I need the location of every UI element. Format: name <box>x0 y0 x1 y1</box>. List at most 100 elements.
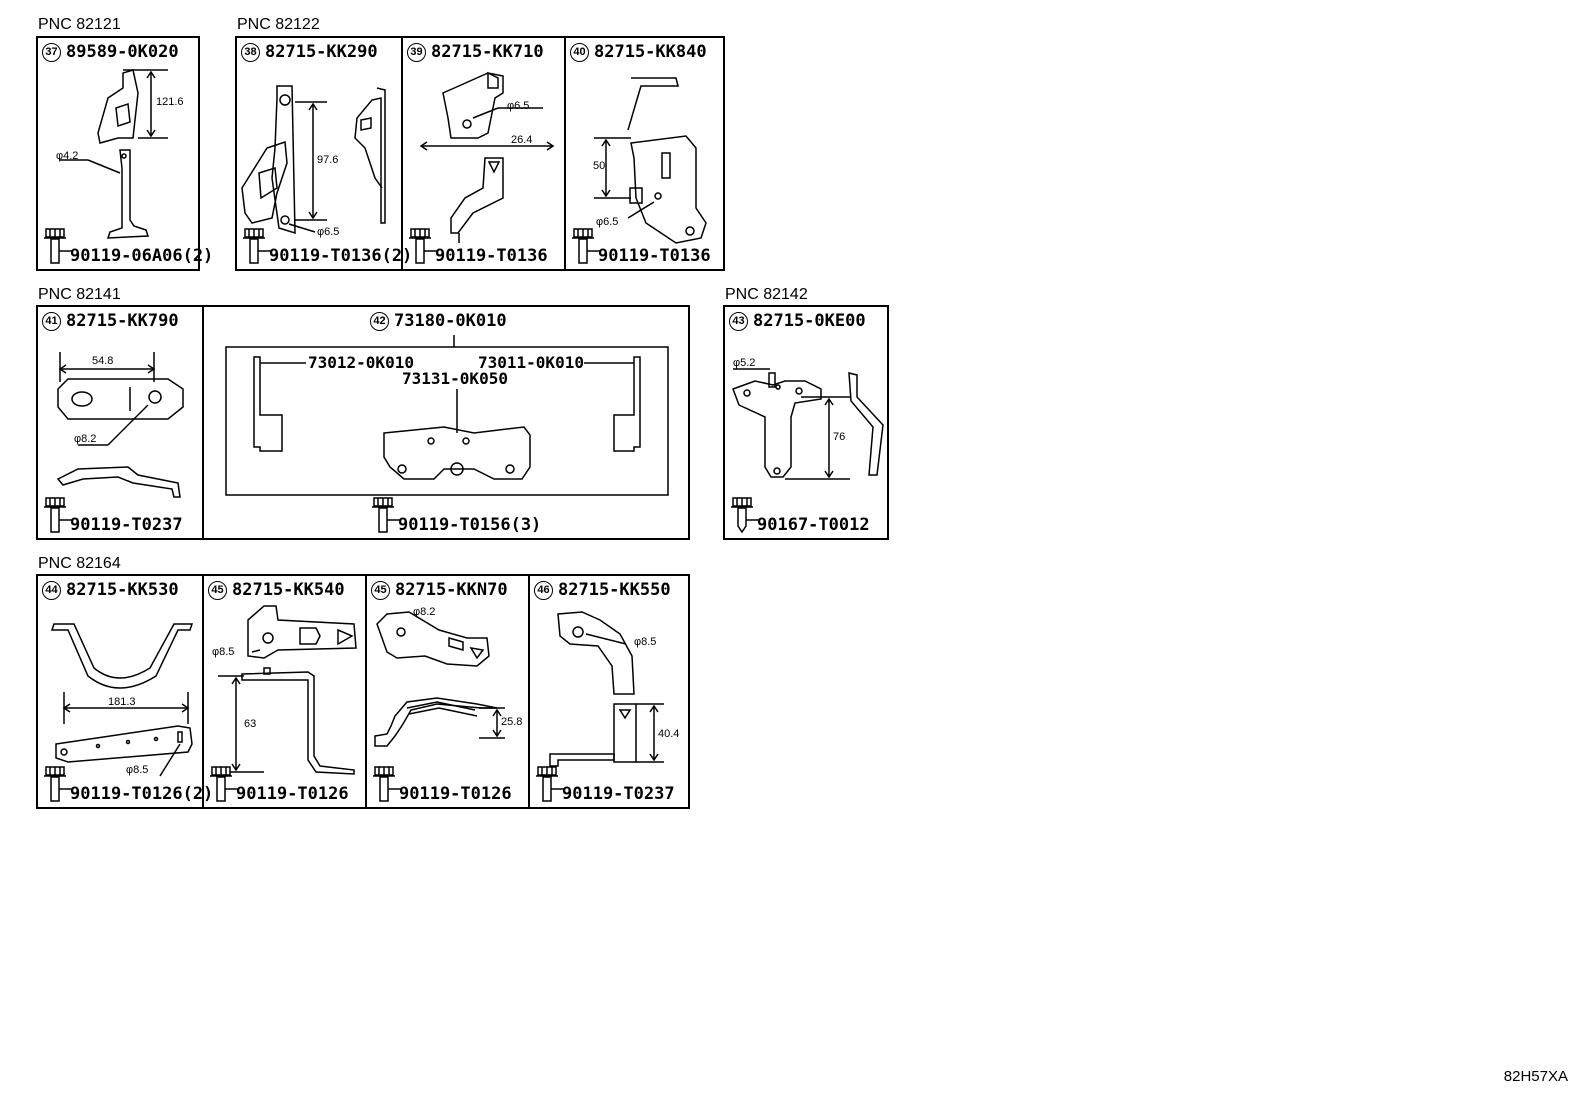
bolt-callout[interactable]: 90119-T0156(3) <box>370 496 541 534</box>
diameter-label: φ6.5 <box>507 100 530 112</box>
bracket-drawing <box>732 368 884 480</box>
part-panel-37[interactable]: 37 89589-0K020 121.6 φ4.2 90119-06A06(2) <box>36 36 213 271</box>
dimension-label: 50 <box>593 160 606 172</box>
dimension-label: 54.8 <box>92 355 114 367</box>
pnc-82141-label: PNC 82141 <box>38 286 121 303</box>
item-number-badge: 44 <box>42 580 61 600</box>
part-panel-41[interactable]: 41 82715-KK790 54.8 φ8.2 <box>38 307 202 538</box>
diameter-label: φ8.5 <box>126 764 149 776</box>
diameter-label: φ6.5 <box>317 226 340 238</box>
part-number[interactable]: 82715-KK530 <box>66 580 179 600</box>
part-number[interactable]: 82715-KK840 <box>594 42 707 62</box>
bolt-callout[interactable]: 90119-06A06(2) <box>42 227 213 265</box>
subpart-number[interactable]: 73011-0K010 <box>478 353 584 372</box>
bolt-callout[interactable]: 90119-T0237 <box>42 496 183 534</box>
item-number-badge: 40 <box>570 42 589 62</box>
part-number[interactable]: 89589-0K020 <box>66 42 179 62</box>
part-panel-42[interactable]: 42 73180-0K010 73012-0K010 73011-0K010 7… <box>202 307 688 538</box>
item-number-badge: 38 <box>241 42 260 62</box>
bolt-callout[interactable]: 90119-T0136 <box>407 227 548 265</box>
pnc-82122-label: PNC 82122 <box>237 16 320 33</box>
part-number[interactable]: 73180-0K010 <box>394 311 507 331</box>
bolt-part-number[interactable]: 90119-T0136 <box>435 246 548 266</box>
part-header: 41 82715-KK790 <box>42 311 179 331</box>
bracket-drawing <box>374 611 505 747</box>
dimension-label: 63 <box>244 718 257 730</box>
part-header: 45 82715-KKN70 <box>371 580 508 600</box>
part-number[interactable]: 82715-KK790 <box>66 311 179 331</box>
bolt-callout[interactable]: 90119-T0126 <box>208 765 349 803</box>
bolt-icon <box>409 228 437 264</box>
bolt-icon <box>572 228 600 264</box>
part-number[interactable]: 82715-KK550 <box>558 580 671 600</box>
bolt-icon <box>243 228 271 264</box>
bolt-part-number[interactable]: 90119-T0136(2) <box>269 246 413 266</box>
bracket-drawing <box>56 352 184 498</box>
item-number-badge: 42 <box>370 311 389 331</box>
bracket-drawing <box>218 605 357 775</box>
part-number[interactable]: 82715-KK540 <box>232 580 345 600</box>
bolt-part-number[interactable]: 90167-T0012 <box>757 515 870 535</box>
bracket-drawing <box>549 611 664 767</box>
dimension-label: 25.8 <box>501 716 523 728</box>
bolt-icon <box>536 766 564 802</box>
bolt-callout[interactable]: 90119-T0136 <box>570 227 711 265</box>
item-number-badge: 39 <box>407 42 426 62</box>
bolt-part-number[interactable]: 90119-T0126 <box>236 784 349 804</box>
pnc-82164-label: PNC 82164 <box>38 555 121 572</box>
bolt-part-number[interactable]: 90119-06A06(2) <box>70 246 214 266</box>
bolt-part-number[interactable]: 90119-T0237 <box>70 515 183 535</box>
part-number[interactable]: 82715-KK710 <box>431 42 544 62</box>
bracket-drawing <box>50 623 194 777</box>
screw-icon <box>731 497 759 534</box>
bolt-callout[interactable]: 90119-T0136(2) <box>241 227 412 265</box>
part-panel-40[interactable]: 40 82715-KK840 50 φ6.5 9 <box>564 38 723 269</box>
part-number[interactable]: 82715-KKN70 <box>395 580 508 600</box>
diameter-label: φ8.5 <box>212 646 235 658</box>
bolt-icon <box>372 497 400 533</box>
dimension-label: 76 <box>833 431 846 443</box>
part-panel-45b[interactable]: 45 82715-KKN70 φ8.2 25.8 90119- <box>365 576 528 807</box>
item-number-badge: 41 <box>42 311 61 331</box>
part-number[interactable]: 82715-0KE00 <box>753 311 866 331</box>
pnc-82141-panel: 41 82715-KK790 54.8 φ8.2 <box>36 305 690 540</box>
part-panel-44[interactable]: 44 82715-KK530 181.3 φ8.5 90119 <box>38 576 213 807</box>
bolt-callout[interactable]: 90119-T0126 <box>371 765 512 803</box>
pnc-82122-panel: 38 82715-KK290 97.6 φ6.5 <box>235 36 725 271</box>
bolt-callout[interactable]: 90119-T0126(2) <box>42 765 213 803</box>
part-panel-45a[interactable]: 45 82715-KK540 φ8.5 63 9 <box>202 576 365 807</box>
part-header: 37 89589-0K020 <box>42 42 179 62</box>
dimension-label: 40.4 <box>658 728 680 740</box>
bolt-part-number[interactable]: 90119-T0126 <box>399 784 512 804</box>
item-number-badge: 45 <box>371 580 390 600</box>
part-panel-43[interactable]: 43 82715-0KE00 φ5.2 76 90167-T0012 <box>723 305 889 540</box>
bracket-drawing <box>60 69 168 239</box>
bolt-part-number[interactable]: 90119-T0237 <box>562 784 675 804</box>
part-number[interactable]: 82715-KK290 <box>265 42 378 62</box>
bolt-callout[interactable]: 90119-T0237 <box>534 765 675 803</box>
diameter-label: φ6.5 <box>596 216 619 228</box>
item-number-badge: 43 <box>729 311 748 331</box>
bolt-icon <box>44 766 72 802</box>
bolt-part-number[interactable]: 90119-T0136 <box>598 246 711 266</box>
subpart-number[interactable]: 73012-0K010 <box>308 353 414 372</box>
subpart-number[interactable]: 73131-0K050 <box>402 369 508 388</box>
dimension-label: 26.4 <box>511 134 533 146</box>
dimension-label: 97.6 <box>317 154 339 166</box>
pnc-82121-label: PNC 82121 <box>38 16 121 33</box>
part-header: 38 82715-KK290 <box>241 42 378 62</box>
bracket-drawing <box>241 85 386 235</box>
bolt-part-number[interactable]: 90119-T0156(3) <box>398 515 542 535</box>
part-panel-38[interactable]: 38 82715-KK290 97.6 φ6.5 <box>237 38 412 269</box>
part-panel-46[interactable]: 46 82715-KK550 φ8.5 40.4 90119- <box>528 576 688 807</box>
bolt-part-number[interactable]: 90119-T0126(2) <box>70 784 214 804</box>
part-header: 39 82715-KK710 <box>407 42 544 62</box>
bracket-drawing <box>594 77 707 244</box>
item-number-badge: 45 <box>208 580 227 600</box>
part-panel-39[interactable]: 39 82715-KK710 φ6.5 26.4 90119- <box>401 38 564 269</box>
part-header: 43 82715-0KE00 <box>729 311 866 331</box>
diameter-label: φ8.2 <box>413 606 436 618</box>
item-number-badge: 46 <box>534 580 553 600</box>
bolt-callout[interactable]: 90167-T0012 <box>729 496 870 534</box>
diameter-label: φ8.5 <box>634 636 657 648</box>
